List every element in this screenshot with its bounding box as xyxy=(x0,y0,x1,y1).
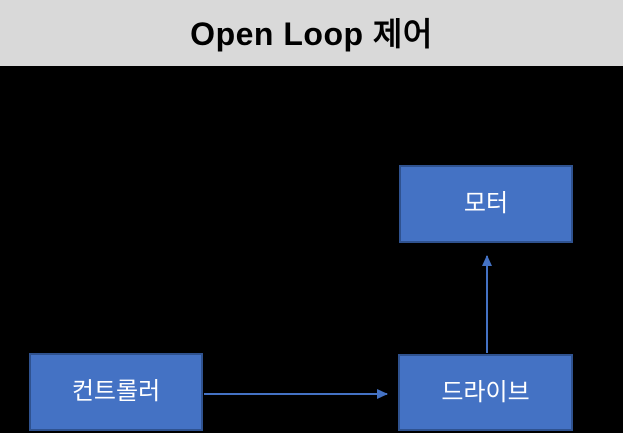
page-title: Open Loop 제어 xyxy=(190,16,433,52)
node-motor: 모터 xyxy=(399,165,573,243)
node-motor-label: 모터 xyxy=(463,190,509,217)
node-controller: 컨트롤러 xyxy=(29,353,203,431)
node-drive: 드라이브 xyxy=(398,354,573,431)
node-drive-label: 드라이브 xyxy=(441,378,530,406)
node-controller-label: 컨트롤러 xyxy=(71,378,161,405)
title-bar: Open Loop 제어 xyxy=(0,0,623,66)
